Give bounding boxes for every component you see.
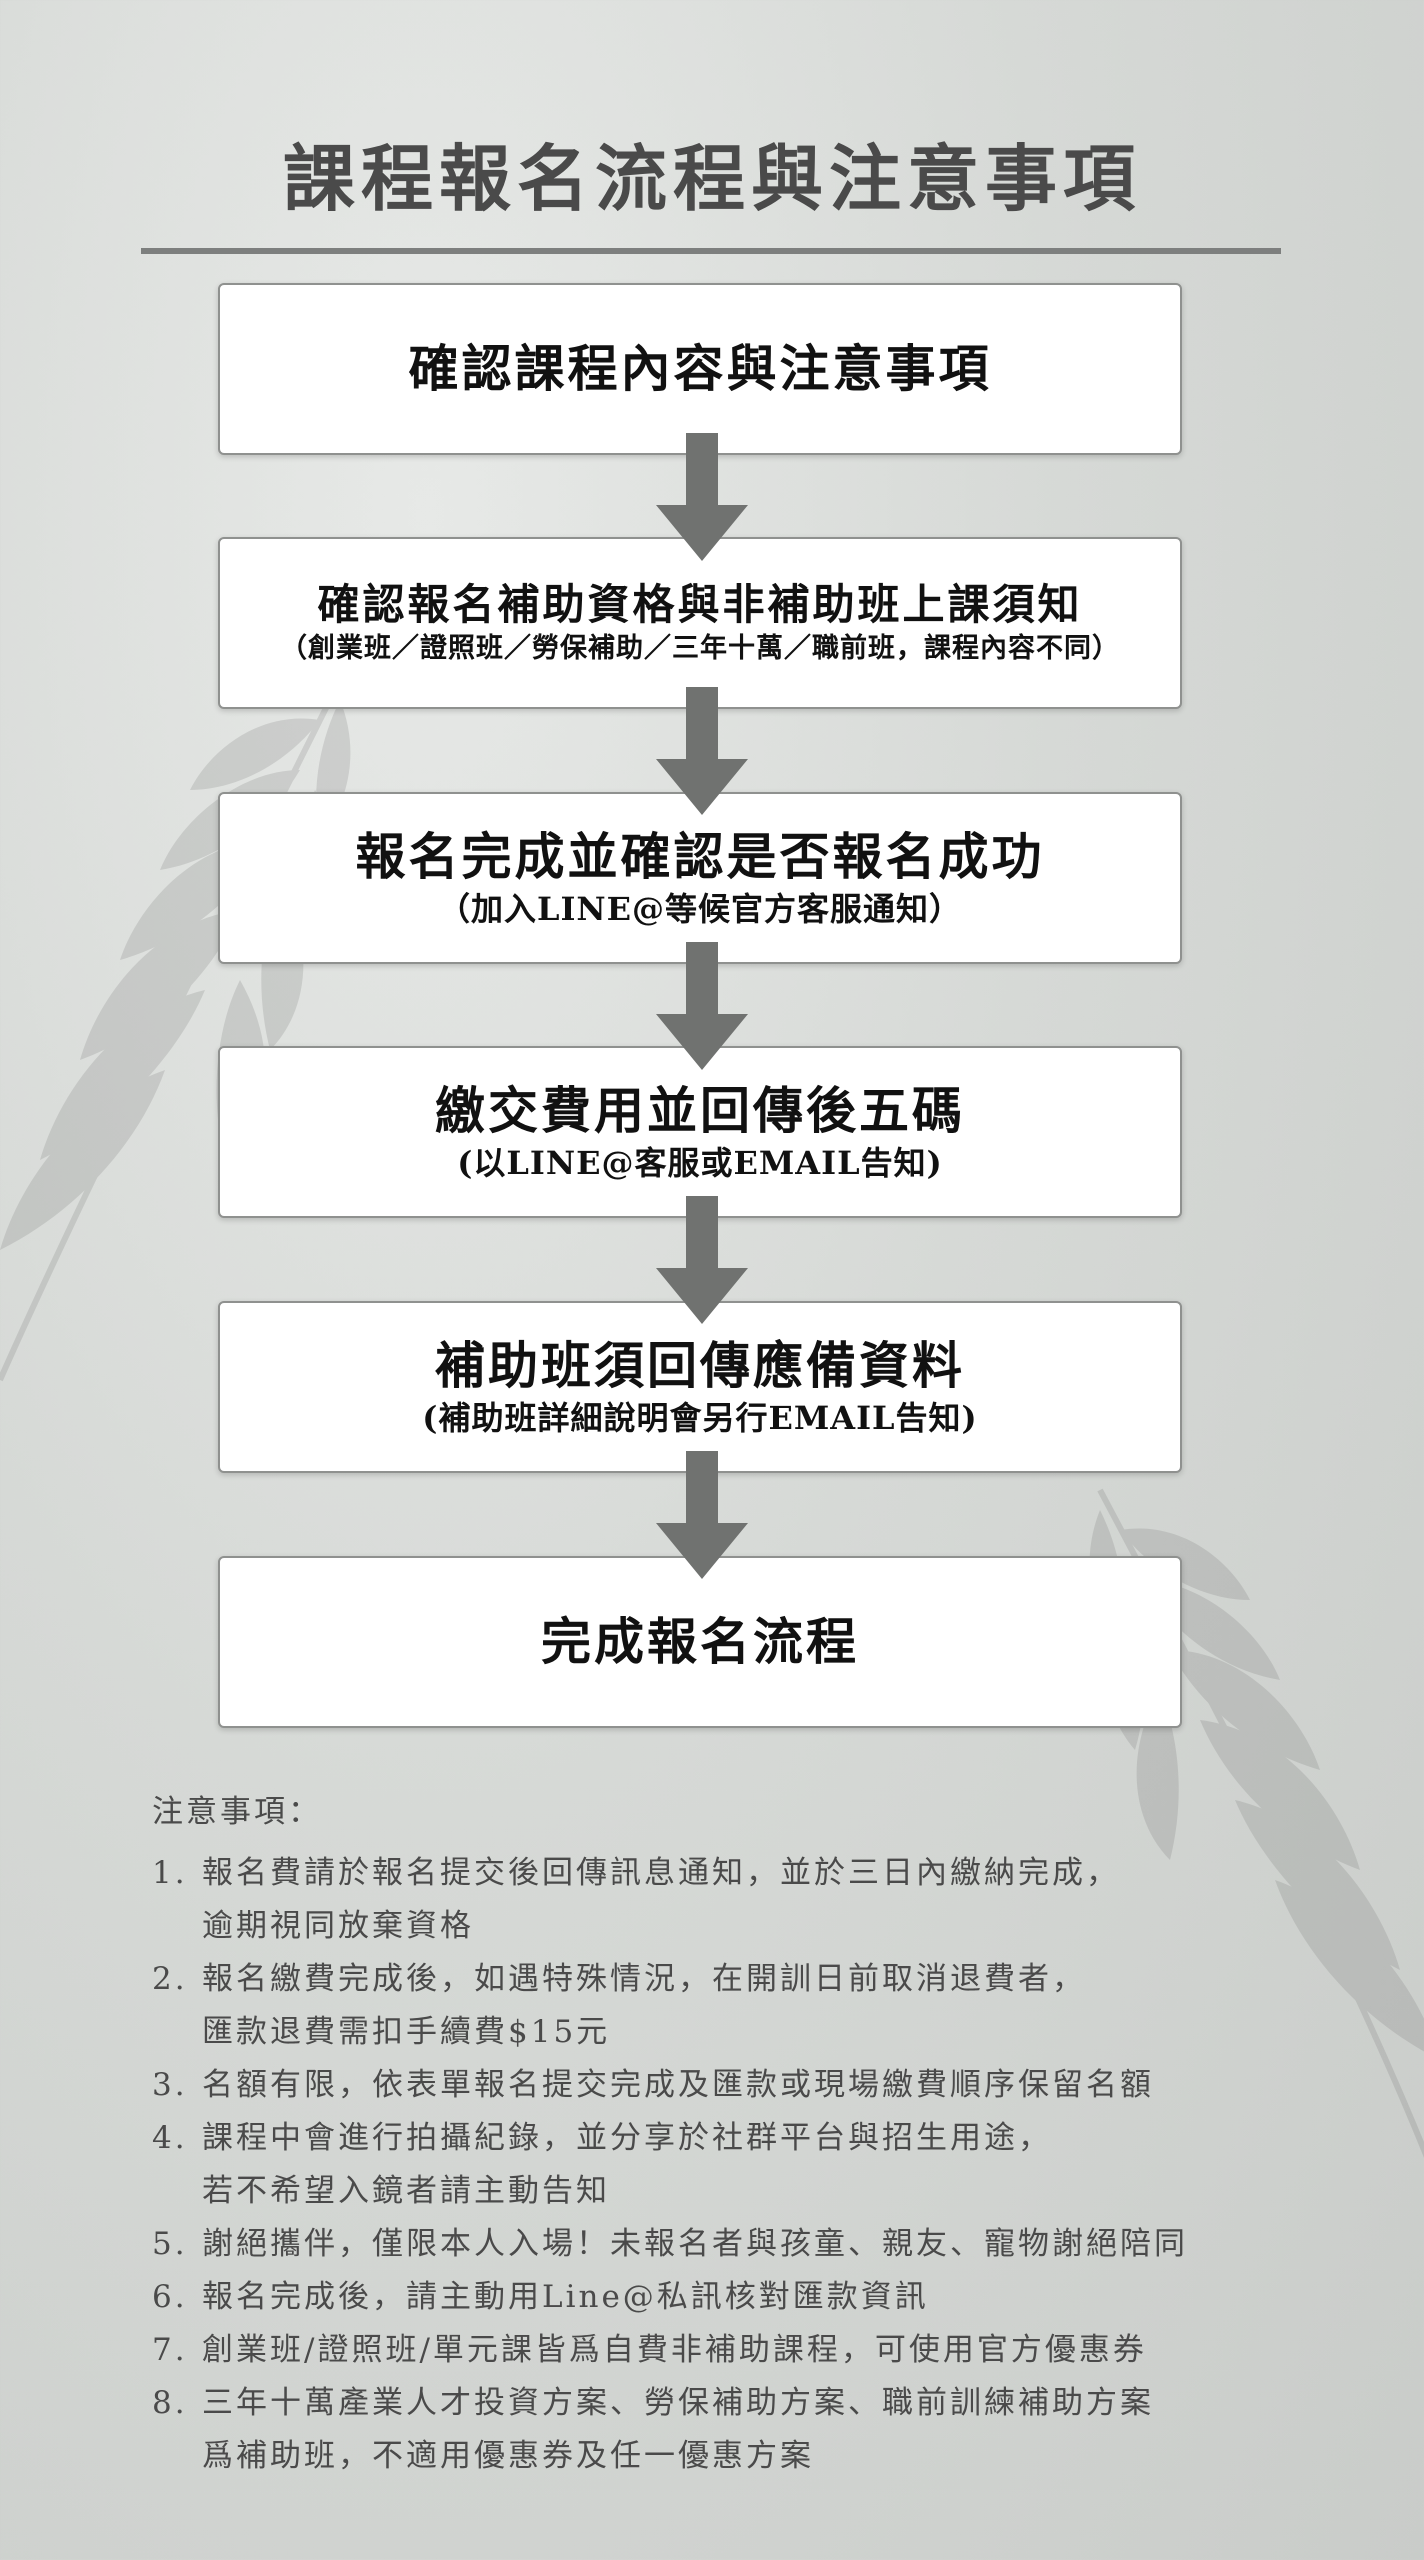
step-title: 確認課程內容與注意事項 [408,339,992,399]
note-number: 3. [152,2067,188,2103]
step-title: 繳交費用並回傳後五碼 [435,1081,965,1141]
step-title: 報名完成並確認是否報名成功 [355,827,1045,887]
note-line: 課程中會進行拍攝紀錄，並分享於社群平台與招生用途， [202,2120,1052,2156]
note-line: 三年十萬產業人才投資方案、勞保補助方案、職前訓練補助方案 [202,2385,1154,2421]
note-item: 1. 報名費請於報名提交後回傳訊息通知，並於三日內繳納完成， 逾期視同放棄資格 [152,1847,1292,1953]
step-subtitle: (以LINE@客服或EMAIL告知) [457,1143,943,1182]
note-line: 報名費請於報名提交後回傳訊息通知，並於三日內繳納完成， [202,1855,1120,1891]
note-line: 若不希望入鏡者請主動告知 [202,2173,610,2209]
note-number: 1. [152,1855,188,1891]
note-line: 名額有限，依表單報名提交完成及匯款或現場繳費順序保留名額 [202,2067,1154,2103]
step-subtitle: （創業班／證照班／勞保補助／三年十萬／職前班，課程內容不同） [280,632,1120,664]
note-item: 7. 創業班/證照班/單元課皆爲自費非補助課程，可使用官方優惠券 [152,2324,1292,2377]
note-line: 報名完成後，請主動用Line@私訊核對匯款資訊 [202,2279,929,2315]
note-item: 8. 三年十萬產業人才投資方案、勞保補助方案、職前訓練補助方案爲補助班，不適用優… [152,2377,1292,2483]
note-line: 謝絕攜伴，僅限本人入場！未報名者與孩童、親友、寵物謝絕陪同 [202,2226,1188,2262]
step-box-1: 確認課程內容與注意事項 [218,283,1182,455]
step-subtitle: (補助班詳細說明會另行EMAIL告知) [422,1398,978,1437]
leaf-decoration-right [1089,1488,1424,2158]
note-number: 2. [152,1961,188,1997]
step-title: 完成報名流程 [541,1612,859,1672]
note-item: 5. 謝絕攜伴，僅限本人入場！未報名者與孩童、親友、寵物謝絕陪同 [152,2218,1292,2271]
arrow-down-icon [656,942,748,1070]
note-line: 逾期視同放棄資格 [202,1908,474,1944]
note-number: 4. [152,2120,188,2156]
note-line: 報名繳費完成後，如遇特殊情況，在開訓日前取消退費者， [202,1961,1086,1997]
step-box-4: 繳交費用並回傳後五碼 (以LINE@客服或EMAIL告知) [218,1046,1182,1218]
title-divider [141,248,1281,254]
note-number: 5. [152,2226,188,2262]
arrow-down-icon [656,1451,748,1579]
arrow-down-icon [656,1196,748,1324]
leaf-decoration-left [0,678,351,1382]
note-line: 創業班/證照班/單元課皆爲自費非補助課程，可使用官方優惠券 [202,2332,1147,2368]
note-item: 2. 報名繳費完成後，如遇特殊情況，在開訓日前取消退費者， 匯款退費需扣手續費$1… [152,1953,1292,2059]
note-line: 爲補助班，不適用優惠券及任一優惠方案 [202,2438,814,2474]
arrow-down-icon [656,433,748,561]
notes-section: 注意事項： 1. 報名費請於報名提交後回傳訊息通知，並於三日內繳納完成， 逾期視同… [152,1786,1292,2483]
step-subtitle: （加入LINE@等候官方客服通知） [437,889,963,928]
note-number: 6. [152,2279,188,2315]
note-line: 匯款退費需扣手續費$15元 [202,2014,611,2050]
note-number: 8. [152,2385,188,2421]
arrow-down-icon [656,687,748,815]
note-number: 7. [152,2332,188,2368]
page-title: 課程報名流程與注意事項 [282,136,1141,221]
note-item: 6. 報名完成後，請主動用Line@私訊核對匯款資訊 [152,2271,1292,2324]
note-item: 4. 課程中會進行拍攝紀錄，並分享於社群平台與招生用途， 若不希望入鏡者請主動告知 [152,2112,1292,2218]
step-box-5: 補助班須回傳應備資料 (補助班詳細說明會另行EMAIL告知) [218,1301,1182,1473]
step-title: 補助班須回傳應備資料 [435,1336,965,1396]
step-title: 確認報名補助資格與非補助班上課須知 [317,579,1083,629]
note-item: 3. 名額有限，依表單報名提交完成及匯款或現場繳費順序保留名額 [152,2059,1292,2112]
step-box-3: 報名完成並確認是否報名成功 （加入LINE@等候官方客服通知） [218,792,1182,964]
step-box-6: 完成報名流程 [218,1556,1182,1728]
notes-heading: 注意事項： [152,1794,322,1830]
step-box-2: 確認報名補助資格與非補助班上課須知 （創業班／證照班／勞保補助／三年十萬／職前班… [218,537,1182,709]
